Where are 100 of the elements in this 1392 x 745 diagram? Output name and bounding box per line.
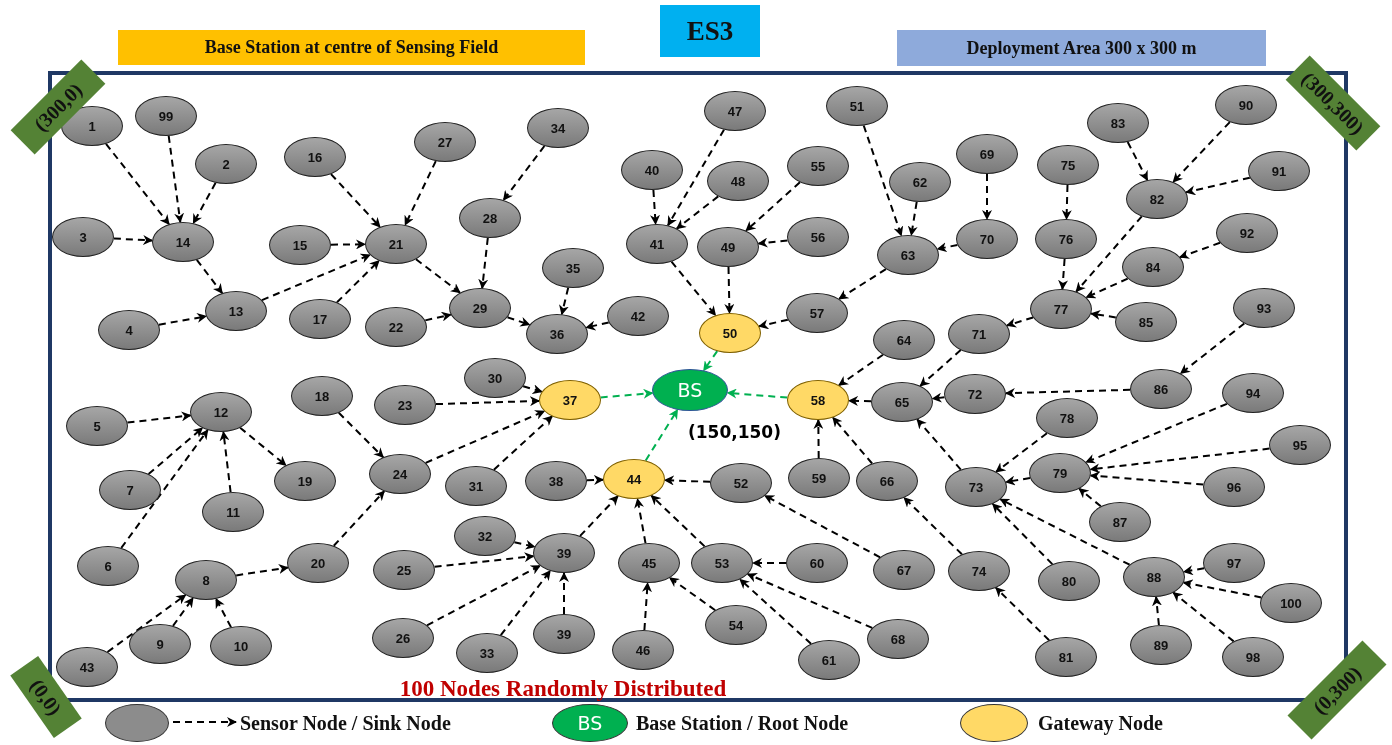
arrow <box>513 539 536 550</box>
sensor-node: 47 <box>704 91 766 131</box>
arrow <box>499 569 552 637</box>
sensor-node: 34 <box>527 108 589 148</box>
arrow <box>1089 471 1205 486</box>
sensor-node: 29 <box>449 288 511 328</box>
sensor-node: 89 <box>1130 625 1192 665</box>
sensor-node: 80 <box>1038 561 1100 601</box>
arrow <box>559 286 570 316</box>
arrow <box>235 564 289 577</box>
arrow <box>167 134 185 224</box>
sensor-node: 33 <box>456 633 518 673</box>
sensor-node: 21 <box>365 224 427 264</box>
arrow <box>907 200 918 237</box>
sensor-node: 81 <box>1035 637 1097 677</box>
sensor-node: 87 <box>1089 502 1151 542</box>
sensor-node: 94 <box>1222 373 1284 413</box>
arrow <box>1172 121 1231 183</box>
sensor-node: 31 <box>445 466 507 506</box>
arrow <box>746 573 874 629</box>
arrow <box>634 497 647 545</box>
arrow <box>757 237 789 248</box>
arrow <box>336 259 380 304</box>
arrow <box>1005 387 1131 398</box>
sensor-node: 79 <box>1029 453 1091 493</box>
legend-text: Sensor Node / Sink Node <box>240 710 451 736</box>
sensor-node: 39 <box>533 614 595 654</box>
sensor-node: 22 <box>365 307 427 347</box>
sensor-node: 5 <box>66 406 128 446</box>
sensor-node: 39 <box>533 533 595 573</box>
sensor-node: 2 <box>195 144 257 184</box>
arrow <box>157 312 208 326</box>
arrow <box>195 258 224 295</box>
sensor-node: 36 <box>526 314 588 354</box>
arrow <box>415 258 461 294</box>
arrow <box>650 494 706 548</box>
sensor-node: 99 <box>135 96 197 136</box>
arrow <box>147 427 204 475</box>
arrow <box>426 564 541 627</box>
caption-text: 100 Nodes Randomly Distributed <box>398 675 728 703</box>
arrow <box>642 582 652 631</box>
sensor-node: 57 <box>786 293 848 333</box>
arrow <box>931 392 946 403</box>
arrow <box>667 128 725 227</box>
sensor-node: 82 <box>1126 179 1188 219</box>
sensor-node: 45 <box>618 543 680 583</box>
header-banner: Base Station at centre of Sensing Field <box>118 30 585 65</box>
arrow <box>1179 322 1246 375</box>
arrow <box>995 432 1048 473</box>
arrow <box>702 350 719 372</box>
arrow <box>219 430 232 494</box>
arrow <box>1185 176 1251 196</box>
sensor-node: 69 <box>956 134 1018 174</box>
arrow <box>1078 487 1102 508</box>
sensor-node: 72 <box>944 374 1006 414</box>
arrow <box>559 572 569 615</box>
sensor-node: 96 <box>1203 467 1265 507</box>
sensor-node: 16 <box>284 137 346 177</box>
arrow <box>112 235 154 245</box>
sensor-node: 85 <box>1115 302 1177 342</box>
arrow <box>916 418 962 471</box>
gateway-node: 37 <box>539 380 601 420</box>
arrow <box>1090 310 1117 320</box>
sensor-node: 41 <box>626 224 688 264</box>
sensor-node: 93 <box>1233 288 1295 328</box>
sensor-node: 30 <box>464 358 526 398</box>
sensor-node: 17 <box>289 299 351 339</box>
arrow <box>332 490 386 547</box>
sensor-node: 62 <box>889 162 951 202</box>
arrow <box>1179 241 1221 259</box>
sensor-node: 24 <box>369 454 431 494</box>
sensor-node: 20 <box>287 543 349 583</box>
arrow <box>831 416 874 465</box>
sensor-node: 48 <box>707 161 769 201</box>
arrow <box>752 558 787 568</box>
coordinate-label: (150,150) <box>688 422 781 442</box>
sensor-node: 100 <box>1260 583 1322 623</box>
sensor-node: 98 <box>1222 637 1284 677</box>
sensor-node: 83 <box>1087 103 1149 143</box>
sensor-node: 25 <box>373 550 435 590</box>
sensor-node: 13 <box>205 291 267 331</box>
arrow <box>1085 277 1129 299</box>
arrow <box>404 160 437 226</box>
sensor-node: 76 <box>1035 219 1097 259</box>
arrow <box>478 236 489 290</box>
sensor-node: 54 <box>705 605 767 645</box>
sensor-node: 12 <box>190 392 252 432</box>
arrow <box>758 318 789 330</box>
gateway-node: 50 <box>699 313 761 353</box>
arrow <box>424 311 452 322</box>
sensor-node: 8 <box>175 560 237 600</box>
sensor-node: 78 <box>1036 398 1098 438</box>
sensor-node: 63 <box>877 235 939 275</box>
sensor-node: 32 <box>454 516 516 556</box>
sensor-node: 86 <box>1130 369 1192 409</box>
arrow <box>1172 591 1235 643</box>
arrow <box>172 597 194 627</box>
sensor-node: 60 <box>786 543 848 583</box>
sensor-node: 15 <box>269 225 331 265</box>
arrow <box>585 320 610 331</box>
